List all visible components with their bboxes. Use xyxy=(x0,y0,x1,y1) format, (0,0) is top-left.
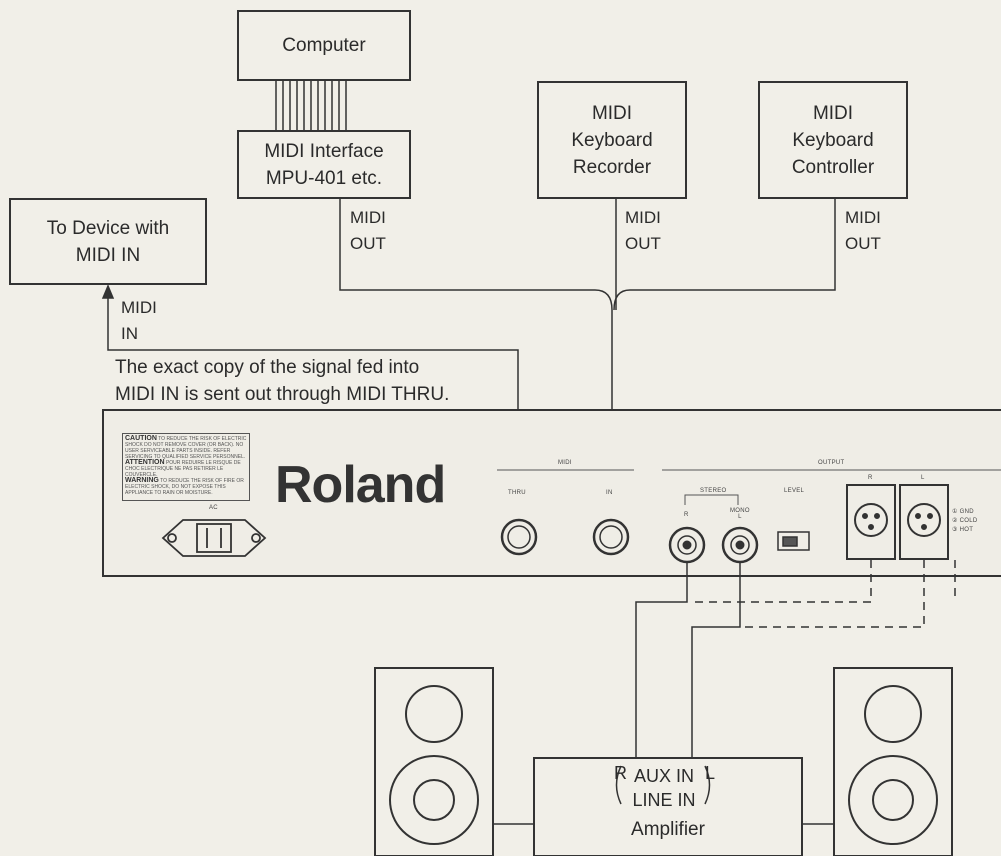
to-device-label: To Device with MIDI IN xyxy=(46,217,170,266)
caution-title: CAUTION xyxy=(125,435,157,442)
keyboard-controller-box: MIDI Keyboard Controller xyxy=(758,81,908,199)
amplifier-label: Amplifier xyxy=(631,819,705,840)
midi-section-label: MIDI xyxy=(558,460,572,466)
amp-r-label: R xyxy=(614,763,627,783)
keyboard-recorder-box: MIDI Keyboard Recorder xyxy=(537,81,687,199)
left-speaker xyxy=(374,667,494,856)
ribbon-cable xyxy=(275,81,347,130)
warning-text: TO REDUCE THE RISK OF FIRE OR ELECTRIC S… xyxy=(125,478,244,496)
amp-l-label: L xyxy=(705,763,716,783)
output-mono-l-label: MONO L xyxy=(730,508,750,520)
controller-midi-out-label: MIDI OUT xyxy=(845,208,881,253)
right-speaker xyxy=(833,667,953,856)
output-section-label: OUTPUT xyxy=(818,460,845,466)
roland-logo: Roland xyxy=(275,456,446,514)
hot-label: ③ HOT xyxy=(952,527,974,533)
interface-midi-out-label: MIDI OUT xyxy=(350,208,386,253)
warning-title: WARNING xyxy=(125,477,159,484)
caution-text: TO REDUCE THE RISK OF ELECTRIC SHOCK DO … xyxy=(125,436,247,460)
amplifier-box xyxy=(493,757,834,856)
in-jack-label: IN xyxy=(606,490,613,496)
level-switch[interactable] xyxy=(777,531,810,551)
computer-label: Computer xyxy=(282,35,366,56)
attention-text: POUR REDUIRE LE RISQUE DE CHOC ELECTRIQU… xyxy=(125,460,241,478)
ac-label: AC xyxy=(209,505,218,511)
cold-label: ② COLD xyxy=(952,518,978,524)
output-r-label: R xyxy=(684,512,689,518)
keyboard-controller-label: MIDI Keyboard Controller xyxy=(791,102,875,178)
xlr-r-connector xyxy=(846,484,896,560)
caution-label: CAUTION TO REDUCE THE RISK OF ELECTRIC S… xyxy=(122,433,250,501)
computer-box: Computer xyxy=(237,10,411,81)
xlr-l-label: L xyxy=(921,475,925,481)
output-l-jack xyxy=(721,526,759,564)
xlr-l-connector xyxy=(899,484,949,560)
device-midi-in-label: MIDI IN xyxy=(121,298,157,343)
midi-interface-label: MIDI Interface MPU-401 etc. xyxy=(264,140,384,189)
thru-note-line2: MIDI IN is sent out through MIDI THRU. xyxy=(115,384,450,405)
level-label: LEVEL xyxy=(784,488,805,494)
xlr-r-label: R xyxy=(868,475,873,481)
balanced-cables-dashed xyxy=(690,560,956,628)
ac-inlet xyxy=(161,519,267,557)
thru-jack-label: THRU xyxy=(508,490,526,496)
gnd-label: ① GND xyxy=(952,509,974,515)
stereo-label: STEREO xyxy=(700,488,727,494)
midi-in-jack xyxy=(592,518,630,556)
midi-thru-jack xyxy=(500,518,538,556)
attention-title: ATTENTION xyxy=(125,459,165,466)
midi-interface-box: MIDI Interface MPU-401 etc. xyxy=(237,130,411,199)
aux-in-label: AUX IN xyxy=(633,766,694,786)
recorder-midi-out-label: MIDI OUT xyxy=(625,208,661,253)
keyboard-recorder-label: MIDI Keyboard Recorder xyxy=(571,102,653,178)
to-device-box: To Device with MIDI IN xyxy=(9,198,207,285)
line-in-label: LINE IN xyxy=(632,790,696,810)
thru-note-line1: The exact copy of the signal fed into xyxy=(115,357,420,378)
